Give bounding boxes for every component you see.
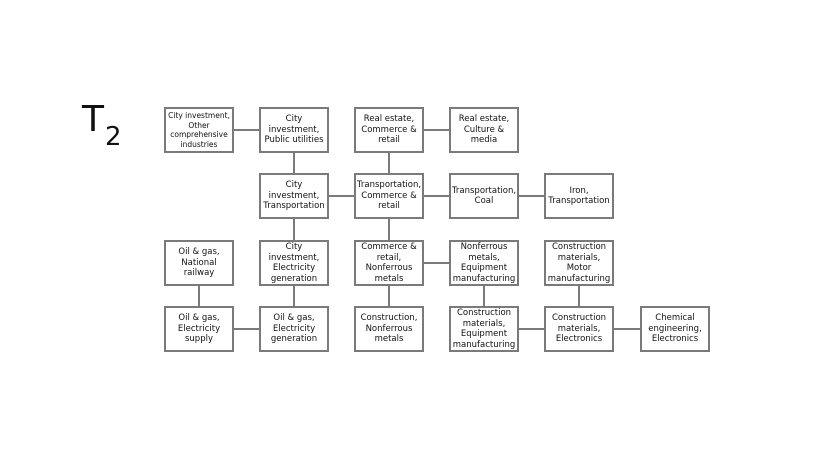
node-n2: Real estate, Commerce & retail: [354, 107, 424, 153]
node-n1: City investment, Public utilities: [259, 107, 329, 153]
node-n6: Transportation, Coal: [449, 173, 519, 219]
node-n12: Construction materials, Motor manufactur…: [544, 240, 614, 286]
node-n9: City investment, Electricity generation: [259, 240, 329, 286]
node-n10: Commerce & retail, Nonferrous metals: [354, 240, 424, 286]
node-n3: Real estate, Culture & media: [449, 107, 519, 153]
node-n18: Chemical engineering, Electronics: [640, 306, 710, 352]
node-n5: Transportation, Commerce & retail: [354, 173, 424, 219]
node-n15: Construction, Nonferrous metals: [354, 306, 424, 352]
node-n4: City investment, Transportation: [259, 173, 329, 219]
node-n17: Construction materials, Electronics: [544, 306, 614, 352]
node-n7: Iron, Transportation: [544, 173, 614, 219]
node-n8: Oil & gas, National railway: [164, 240, 234, 286]
node-n0: City investment, Other comprehensive ind…: [164, 107, 234, 153]
node-n11: Nonferrous metals, Equipment manufacturi…: [449, 240, 519, 286]
diagram-title: T2: [82, 99, 122, 152]
node-n13: Oil & gas, Electricity supply: [164, 306, 234, 352]
node-n16: Construction materials, Equipment manufa…: [449, 306, 519, 352]
node-n14: Oil & gas, Electricity generation: [259, 306, 329, 352]
